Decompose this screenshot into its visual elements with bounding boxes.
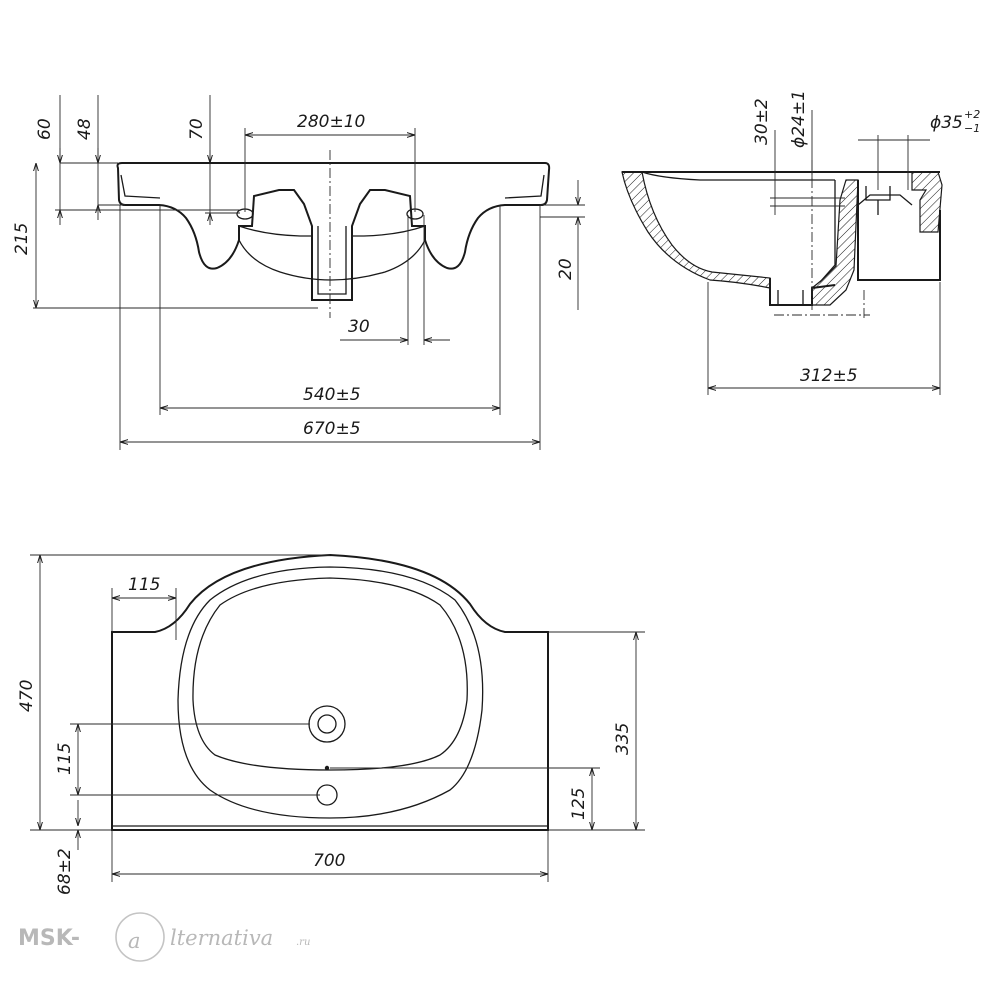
svg-text:lternativa: lternativa (170, 926, 273, 950)
dim-phi35: ϕ35 (930, 113, 963, 133)
dim-470: 470 (17, 680, 37, 712)
dim-125: 125 (569, 788, 589, 820)
dim-60: 60 (35, 118, 55, 140)
front-view: 60 48 70 280±10 215 20 30 540±5 670±5 (12, 95, 585, 450)
svg-text:a: a (128, 929, 141, 953)
dim-540: 540±5 (303, 385, 361, 405)
dim-70: 70 (187, 118, 207, 140)
side-bowl-section (621, 171, 771, 289)
dim-700: 700 (313, 851, 345, 871)
dim-48: 48 (75, 118, 95, 140)
dim-115-left: 115 (55, 743, 75, 775)
top-basin-outline (111, 553, 549, 831)
svg-text:MSK-: MSK- (18, 926, 80, 951)
dim-670: 670±5 (303, 419, 361, 439)
dim-20: 20 (556, 258, 576, 280)
dim-280: 280±10 (297, 112, 365, 132)
watermark-logo: MSK- a lternativa .ru (18, 912, 310, 962)
dim-68: 68±2 (55, 848, 75, 895)
dim-phi24: ϕ24±1 (789, 90, 809, 148)
svg-text:.ru: .ru (296, 937, 310, 948)
front-basin-outline (116, 162, 551, 301)
dim-312: 312±5 (800, 366, 858, 386)
dim-30-2: 30±2 (752, 98, 772, 145)
dim-335: 335 (613, 723, 633, 755)
side-view: 30±2 ϕ24±1 ϕ35 +2 −1 312±5 (621, 90, 980, 395)
dim-30: 30 (348, 317, 370, 337)
dim-115-top: 115 (128, 575, 160, 595)
top-view: 115 470 335 115 125 700 68±2 (17, 553, 645, 895)
dim-phi35-lower: −1 (964, 122, 980, 135)
dim-215: 215 (12, 223, 32, 255)
dim-phi35-upper: +2 (964, 108, 980, 121)
